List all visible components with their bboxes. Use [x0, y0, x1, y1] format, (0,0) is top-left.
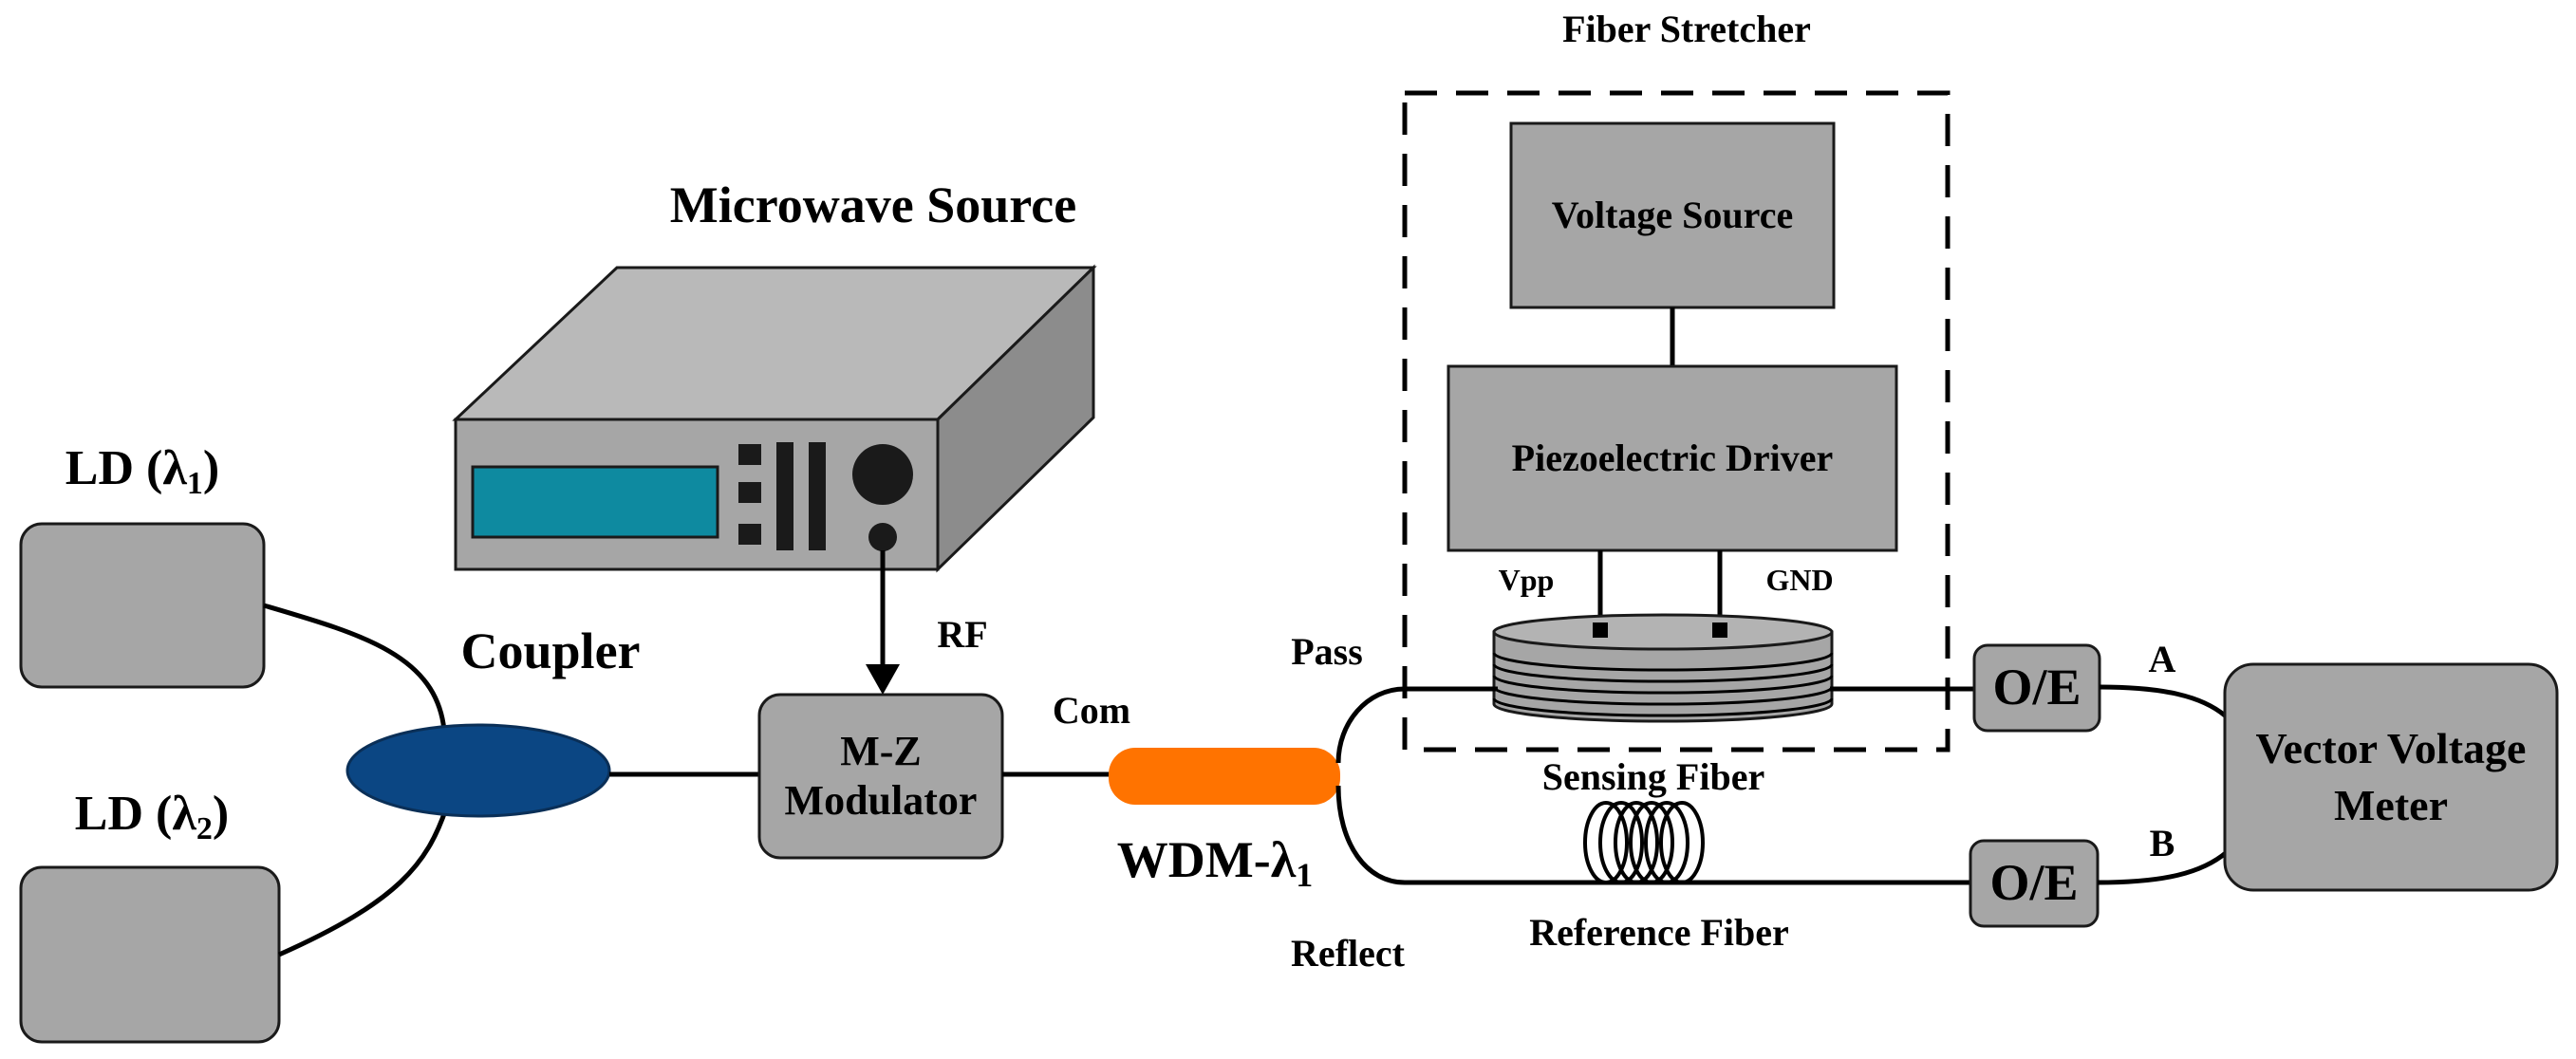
reflect-label: Reflect	[1291, 932, 1406, 975]
display-screen	[471, 465, 719, 539]
oe-top-label: O/E	[1992, 659, 2081, 715]
oe-bottom-to-vvm	[2097, 850, 2229, 885]
pass-label: Pass	[1291, 630, 1363, 673]
oe-top-to-vvm	[2099, 684, 2227, 717]
vvm-label-line1: Vector Voltage	[2256, 724, 2527, 772]
rf-label: RF	[937, 613, 987, 656]
port-b-label: B	[2150, 822, 2175, 864]
gnd-terminal	[1712, 622, 1727, 638]
reference-fiber-coil	[1583, 801, 1705, 884]
knob	[852, 444, 913, 505]
vector-voltage-meter-box	[2223, 662, 2559, 892]
small-button	[738, 444, 761, 465]
ld1-box	[19, 522, 266, 689]
pass-fiber	[1335, 686, 1498, 764]
piezo-driver-box	[1447, 364, 1898, 552]
slider-control	[809, 442, 826, 550]
mz-modulator-label-line2: Modulator	[785, 777, 978, 824]
ld2-box	[19, 865, 281, 1044]
ld2-label: LD (λ2)	[75, 787, 229, 846]
vpp-label: Vpp	[1499, 563, 1555, 597]
mz-modulator-label-line1: M-Z	[840, 728, 922, 774]
rf-arrow-head	[866, 664, 900, 695]
microwave-source-instrument	[452, 264, 1097, 573]
rf-output-port	[868, 523, 897, 551]
piezo-cylinder	[1492, 613, 1834, 723]
sensing-fiber-label: Sensing Fiber	[1542, 755, 1764, 798]
fiber-stretcher-enclosure	[1402, 90, 1951, 752]
gnd-label: GND	[1765, 563, 1833, 597]
voltage-source-label: Voltage Source	[1552, 194, 1793, 236]
oe-bottom-label: O/E	[1989, 854, 2078, 911]
fiber-stretcher-label: Fiber Stretcher	[1562, 8, 1811, 50]
vpp-terminal	[1593, 622, 1608, 638]
ld2-fiber	[277, 808, 449, 957]
mz-modulator-box	[757, 693, 1004, 860]
small-button	[738, 482, 761, 503]
port-a-label: A	[2149, 638, 2176, 680]
com-label: Com	[1053, 689, 1130, 732]
microwave-source-label: Microwave Source	[670, 176, 1076, 233]
ld1-label: LD (λ1)	[65, 441, 219, 501]
slider-control	[776, 442, 793, 550]
wdm-label: WDM-λ1	[1117, 831, 1313, 894]
wdm-component	[1109, 748, 1340, 805]
piezo-driver-label: Piezoelectric Driver	[1512, 437, 1834, 479]
small-button	[738, 524, 761, 545]
coupler-ellipse	[345, 723, 611, 818]
reflect-fiber	[1335, 785, 1970, 885]
ld1-fiber	[263, 603, 447, 732]
reference-fiber-label: Reference Fiber	[1529, 911, 1789, 954]
coupler-label: Coupler	[461, 622, 641, 679]
vvm-label-line2: Meter	[2334, 781, 2448, 829]
